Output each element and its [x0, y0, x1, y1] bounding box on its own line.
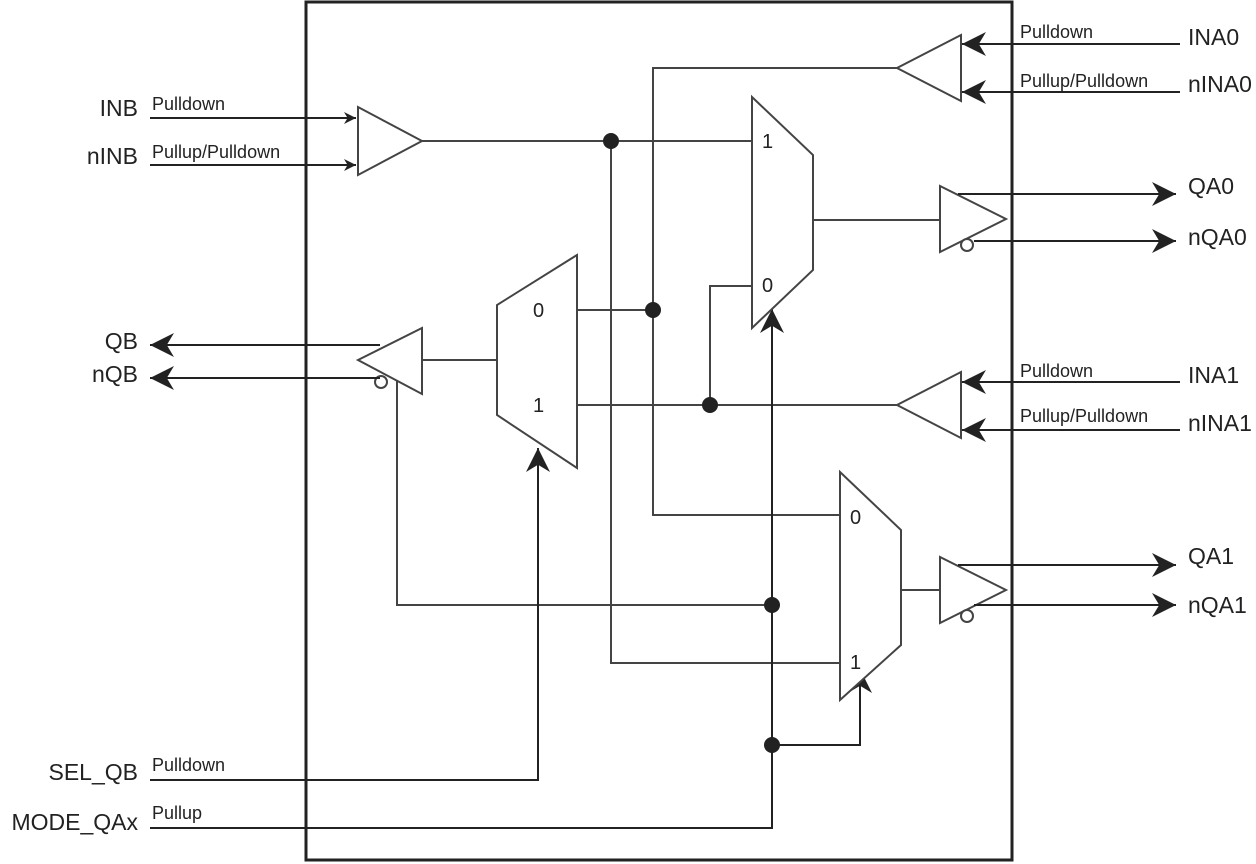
select-lines — [150, 309, 872, 829]
pull-ina0: Pulldown — [1020, 22, 1093, 42]
pin-nina1: nINA1 — [1188, 410, 1252, 436]
pin-ina1: INA1 — [1188, 362, 1239, 388]
pin-ina0: INA0 — [1188, 24, 1239, 50]
chip-boundary — [304, 0, 1014, 862]
pin-mode-qax: MODE_QAx — [11, 809, 138, 835]
mux-a1 — [839, 469, 902, 703]
buffer-qb — [355, 326, 423, 396]
pin-qa0: QA0 — [1188, 173, 1234, 199]
pin-nqa0: nQA0 — [1188, 224, 1247, 250]
pin-nqb: nQB — [92, 361, 138, 387]
buffer-qa1 — [939, 555, 1009, 625]
pin-nqa1: nQA1 — [1188, 592, 1247, 618]
mux-b-input-0-label: 0 — [533, 300, 544, 322]
pull-inb: Pulldown — [152, 94, 225, 114]
pull-nina0: Pullup/Pulldown — [1020, 71, 1148, 91]
buffer-ina1 — [894, 370, 962, 440]
mux-b-input-1-label: 1 — [533, 395, 544, 417]
qa0-inversion-bubble — [960, 238, 974, 252]
buffer-inb — [357, 105, 425, 177]
mux-a0-input-1-label: 1 — [762, 131, 773, 153]
pin-inb: INB — [100, 95, 138, 121]
buffer-ina0 — [894, 33, 962, 103]
pull-nina1: Pullup/Pulldown — [1020, 406, 1148, 426]
pin-ninb: nINB — [87, 143, 138, 169]
pull-ina1: Pulldown — [1020, 361, 1093, 381]
mux-a0 — [751, 94, 814, 331]
mux-b — [496, 253, 578, 470]
pin-sel-qb: SEL_QB — [49, 759, 139, 785]
pull-mode-qax: Pullup — [152, 803, 202, 823]
qa1-inversion-bubble — [960, 609, 974, 623]
pin-lines — [150, 32, 1180, 617]
pin-nina0: nINA0 — [1188, 71, 1252, 97]
junction-dots — [603, 133, 780, 753]
internal-wires — [396, 67, 940, 664]
pin-qa1: QA1 — [1188, 543, 1234, 569]
buffer-qa0 — [939, 184, 1009, 254]
mux-a1-input-0-label: 0 — [850, 507, 861, 529]
pull-ninb: Pullup/Pulldown — [152, 142, 280, 162]
pull-sel-qb: Pulldown — [152, 755, 225, 775]
pin-qb: QB — [105, 328, 138, 354]
mux-a0-input-0-label: 0 — [762, 275, 773, 297]
mux-a1-input-1-label: 1 — [850, 652, 861, 674]
